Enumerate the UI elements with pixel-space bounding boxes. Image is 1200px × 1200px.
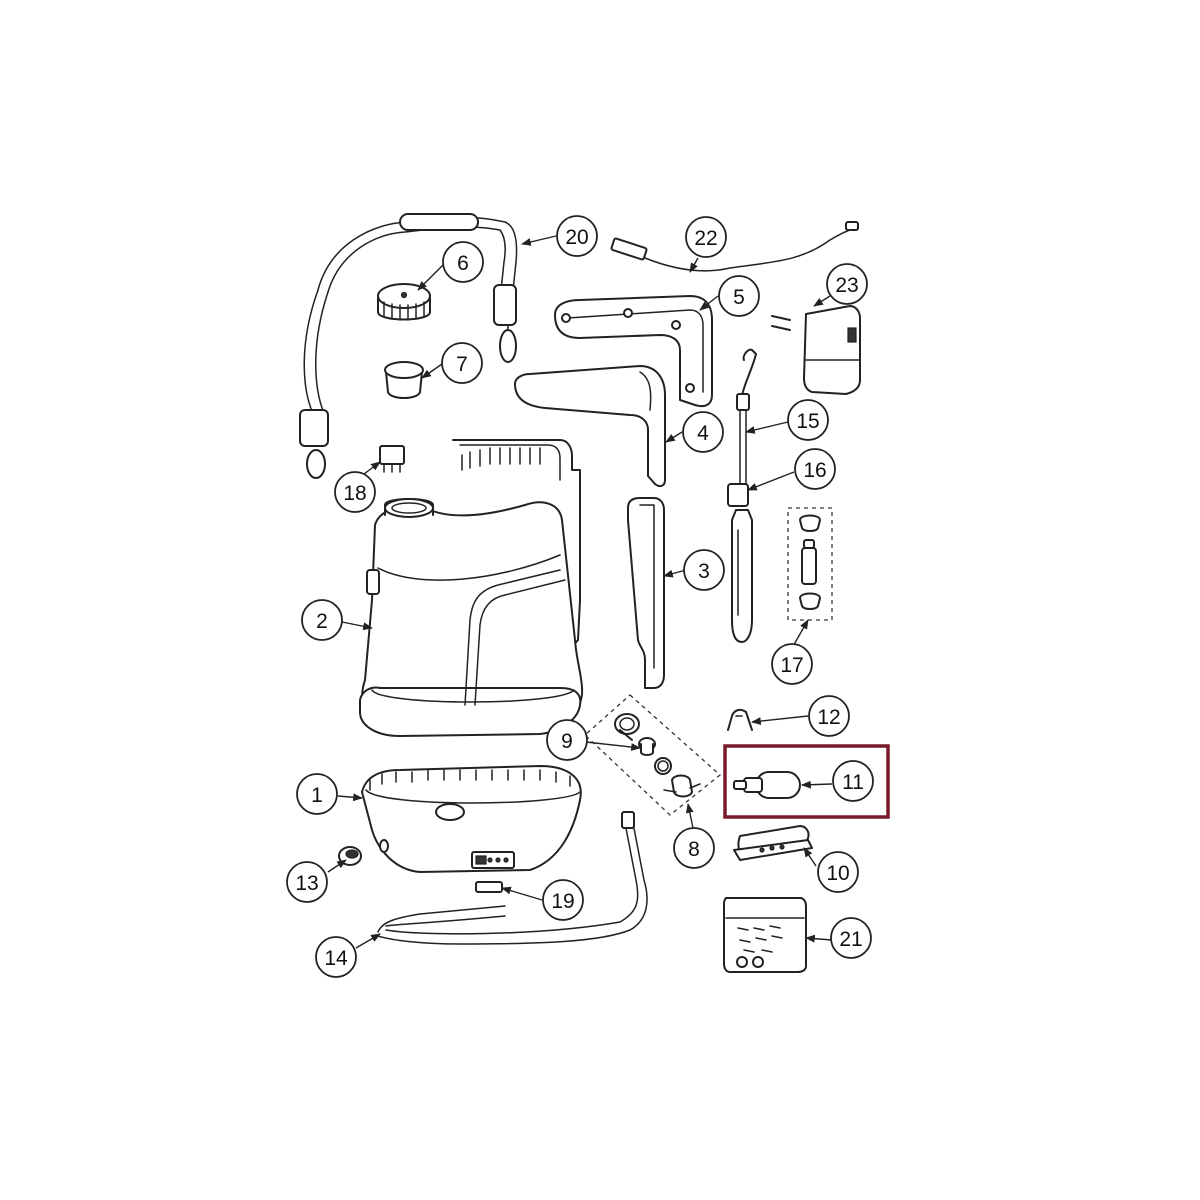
svg-text:22: 22 [694,227,717,250]
callout-13: 13 [286,861,328,903]
svg-text:2: 2 [316,610,328,633]
callout-22: 22 [685,216,727,258]
svg-text:11: 11 [842,771,864,794]
svg-text:4: 4 [697,422,709,445]
part-lance-grip [731,509,753,643]
callout-6: 6 [442,241,484,283]
svg-text:19: 19 [551,890,574,913]
svg-text:1: 1 [311,784,323,807]
callout-23: 23 [826,263,868,305]
callout-2: 2 [301,599,343,641]
svg-text:18: 18 [343,482,366,505]
part-tank-base [361,765,582,873]
part-pump-assembly [584,694,722,816]
part-switch [379,445,405,473]
callout-9: 9 [546,719,588,761]
callout-4: 4 [682,411,724,453]
callout-18: 18 [334,471,376,513]
part-lance-clip [727,483,749,507]
callout-19: 19 [542,879,584,921]
part-side-rail [627,497,665,689]
part-charger [771,305,861,395]
callouts: 1 2 3 4 5 6 7 8 [286,215,874,978]
svg-text:13: 13 [295,872,318,895]
svg-text:16: 16 [803,459,826,482]
callout-11: 11 [832,760,874,802]
svg-text:6: 6 [457,252,469,275]
callout-7: 7 [441,342,483,384]
part-cap [377,283,431,321]
svg-text:9: 9 [561,730,573,753]
part-pump-motor [733,771,801,799]
part-connector-set [787,507,833,621]
callout-14: 14 [315,936,357,978]
svg-text:5: 5 [733,286,745,309]
callout-10: 10 [817,851,859,893]
svg-text:23: 23 [835,274,858,297]
part-screw-bag [723,897,807,973]
callout-17: 17 [771,643,813,685]
leader-lines [327,235,833,949]
part-fitting [614,713,656,756]
part-handle-cover [514,365,666,488]
svg-text:12: 12 [817,706,840,729]
svg-text:7: 7 [456,353,468,376]
callout-20: 20 [556,215,598,257]
part-tank-body [359,439,584,737]
part-usb-cable [610,221,859,272]
svg-text:8: 8 [688,838,700,861]
part-shoulder-strap [299,213,518,479]
part-hose [377,811,648,945]
callout-3: 3 [683,549,725,591]
callout-16: 16 [794,448,836,490]
callout-8: 8 [673,827,715,869]
part-clip [727,708,753,731]
callout-21: 21 [830,917,872,959]
callout-15: 15 [787,399,829,441]
svg-text:17: 17 [780,654,803,677]
callout-1: 1 [296,773,338,815]
svg-text:3: 3 [698,560,710,583]
svg-text:14: 14 [324,947,348,970]
callout-5: 5 [718,275,760,317]
part-pad [475,881,503,893]
part-battery [733,825,813,861]
highlight-box-part-11 [723,744,890,819]
callout-12: 12 [808,695,850,737]
svg-text:15: 15 [796,410,819,433]
part-spray-lance [736,348,757,486]
part-handle-top-cover [554,295,713,408]
svg-text:21: 21 [839,928,862,951]
svg-text:20: 20 [565,226,588,249]
svg-text:10: 10 [826,862,849,885]
part-filter-cup [384,361,424,399]
